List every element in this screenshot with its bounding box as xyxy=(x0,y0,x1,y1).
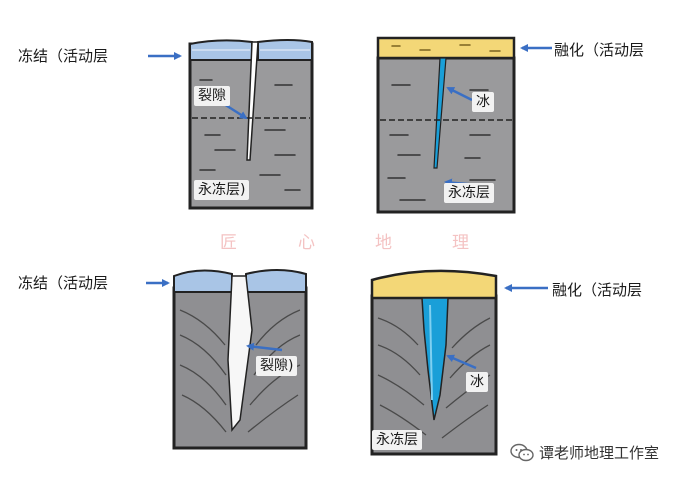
ice-wedge xyxy=(421,297,449,421)
crack-label: 裂隙 xyxy=(194,86,230,106)
frozen-active-layer xyxy=(173,269,233,293)
ice-label: 冰 xyxy=(472,92,494,112)
crack xyxy=(246,41,259,161)
watermark-char: 匠 xyxy=(220,233,237,253)
thawed-active-layer-label: 融化（活动层 xyxy=(552,281,643,299)
panel-4-thawed-ice xyxy=(370,269,548,456)
brand-text: 谭老师地理工作室 xyxy=(539,444,660,462)
thawed-active-layer-label: 融化（活动层 xyxy=(554,41,645,59)
frozen-active-layer-label: 冻结（活动层 xyxy=(18,47,109,65)
watermark-char: 理 xyxy=(452,233,469,253)
ice-label: 冰 xyxy=(466,372,488,392)
crack xyxy=(227,275,253,432)
watermark-char: 心 xyxy=(298,233,315,253)
wechat-icon xyxy=(510,443,534,461)
crack-label: 裂隙) xyxy=(256,356,298,376)
ice-wedge xyxy=(433,57,447,169)
watermark-char: 地 xyxy=(375,233,392,253)
brand-signature: 谭老师地理工作室 xyxy=(510,442,659,463)
panel-2-thawed-ice xyxy=(376,36,552,214)
panel-3-frozen-crack xyxy=(146,269,308,450)
permafrost-label: 永冻层 xyxy=(444,183,494,203)
frozen-active-layer xyxy=(245,269,307,293)
frozen-active-layer-label: 冻结（活动层 xyxy=(18,274,109,292)
permafrost-label: 永冻层 xyxy=(372,430,422,450)
thawed-active-layer xyxy=(376,36,516,60)
permafrost-label: 永冻层) xyxy=(194,180,250,200)
thawed-active-layer xyxy=(370,269,498,300)
